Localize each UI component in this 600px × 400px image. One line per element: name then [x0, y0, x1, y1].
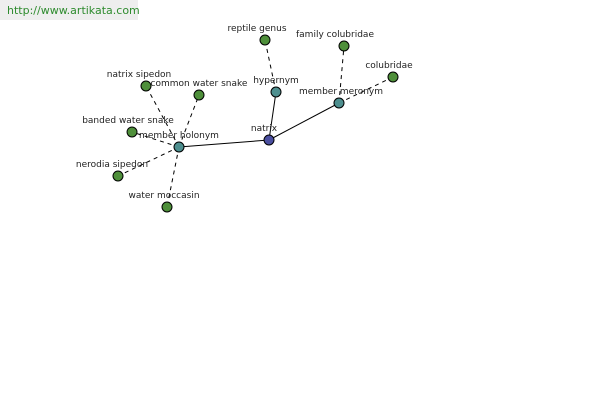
edge-member-holonym-nerodia-sipedon — [117, 146, 180, 177]
node-banded-water-snake[interactable] — [126, 126, 138, 138]
edge-member-holonym-common-water-snake — [178, 94, 200, 148]
label-family-colubridae[interactable]: family colubridae — [296, 30, 374, 40]
edge-hypernym-reptile-genus — [264, 39, 277, 93]
label-colubridae[interactable]: colubridae — [365, 61, 413, 71]
edge-member-holonym-banded-water-snake — [131, 131, 180, 148]
node-colubridae[interactable] — [387, 71, 399, 83]
edge-member-meronym-family-colubridae — [338, 45, 345, 104]
edge-natrix-hypernym — [268, 91, 277, 141]
node-water-moccasin[interactable] — [161, 201, 173, 213]
label-water-moccasin[interactable]: water moccasin — [128, 191, 199, 201]
node-nerodia-sipedon[interactable] — [112, 170, 124, 182]
node-common-water-snake[interactable] — [193, 89, 205, 101]
node-hypernym[interactable] — [270, 86, 282, 98]
edge-member-holonym-water-moccasin — [166, 146, 180, 208]
edge-member-meronym-colubridae — [338, 76, 394, 104]
label-common-water-snake[interactable]: common water snake — [151, 79, 248, 89]
edge-natrix-member-holonym — [178, 139, 270, 148]
node-member-meronym[interactable] — [333, 97, 345, 109]
node-reptile-genus[interactable] — [259, 34, 271, 46]
node-natrix-sipedon[interactable] — [140, 80, 152, 92]
watermark: http://www.artikata.com — [0, 0, 140, 20]
label-hypernym[interactable]: hypernym — [253, 76, 299, 86]
node-member-holonym[interactable] — [173, 141, 185, 153]
edge-member-holonym-natrix-sipedon — [145, 85, 180, 148]
watermark-url: http://www.artikata.com — [7, 4, 140, 17]
label-nerodia-sipedon[interactable]: nerodia sipedon — [76, 160, 148, 170]
label-banded-water-snake[interactable]: banded water snake — [82, 116, 174, 126]
label-natrix[interactable]: natrix — [251, 124, 278, 134]
node-natrix[interactable] — [263, 134, 275, 146]
node-family-colubridae[interactable] — [338, 40, 350, 52]
label-member-holonym[interactable]: member holonym — [139, 131, 219, 141]
label-reptile-genus[interactable]: reptile genus — [227, 24, 286, 34]
label-member-meronym[interactable]: member meronym — [299, 87, 383, 97]
label-natrix-sipedon[interactable]: natrix sipedon — [107, 70, 172, 80]
edge-natrix-member-meronym — [268, 102, 340, 141]
